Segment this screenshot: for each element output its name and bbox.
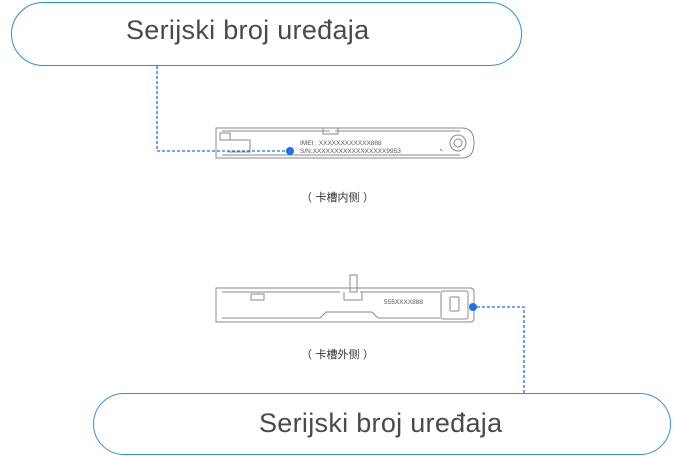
sim-tray-inner-side (215, 127, 475, 159)
top-leader-line (156, 66, 289, 152)
outer-side-caption: （ 卡槽外侧 ） (301, 348, 374, 361)
inner-side-caption: （ 卡槽内侧 ） (301, 191, 374, 204)
top-leader-dot (286, 147, 294, 155)
outer-serial-text: 555XXXX888 (384, 299, 423, 306)
inner-sn-text: S/N:XXXXXXXXXXXXXXXXX9953 (300, 148, 401, 155)
inner-imei-text: IMEI : XXXXXXXXXXXX888 (300, 140, 382, 147)
bottom-serial-label-box (93, 393, 671, 455)
top-serial-label-text: Serijski broj uređaja (126, 15, 370, 45)
bottom-leader-line (477, 306, 525, 393)
bottom-serial-label-text: Serijski broj uređaja (259, 408, 503, 438)
top-serial-label-box (11, 2, 522, 66)
bottom-leader-dot (469, 303, 477, 311)
sim-tray-outer-side (215, 274, 475, 323)
